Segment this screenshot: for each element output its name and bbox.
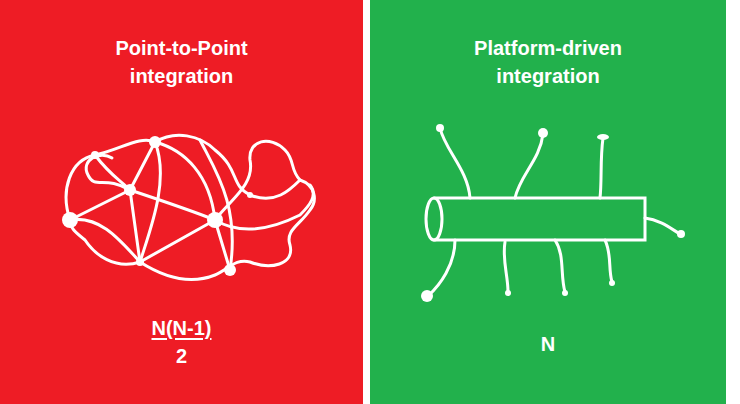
red-panel — [0, 0, 363, 404]
network-dots — [62, 136, 253, 276]
mesh-network — [66, 135, 314, 279]
platform-bus — [426, 128, 680, 296]
formula-text: N — [541, 330, 555, 358]
connector-dots — [421, 124, 685, 302]
green-panel — [370, 0, 726, 404]
panel-title: Platform-driven integration — [438, 34, 658, 90]
red-panel-node: Point-to-Point integrationN(N-1)2 — [0, 0, 363, 404]
formula-text: N(N-1) — [152, 314, 212, 342]
formula-text: 2 — [176, 342, 187, 370]
green-panel-node: Platform-driven integrationN — [370, 0, 726, 404]
panel-title: Point-to-Point integration — [72, 34, 292, 90]
